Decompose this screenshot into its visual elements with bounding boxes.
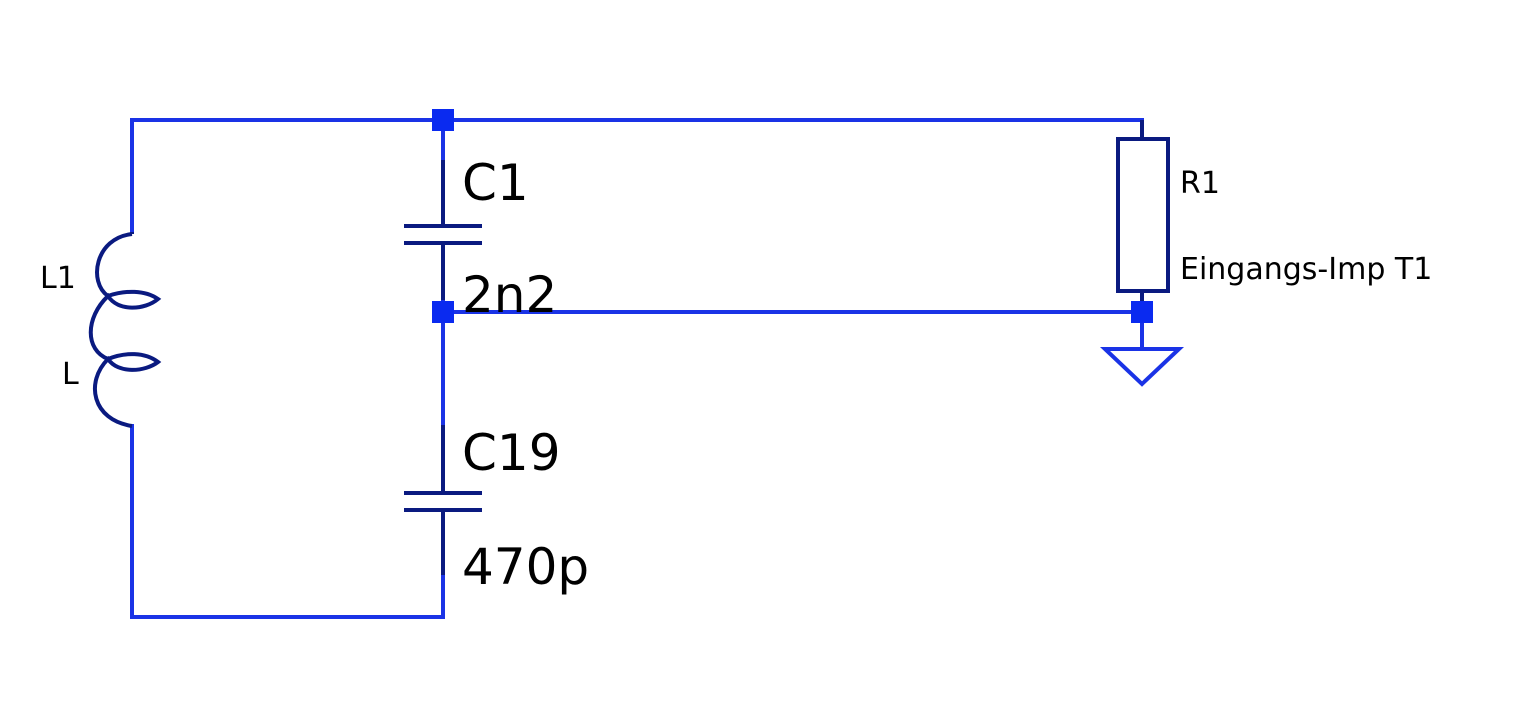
inductor-l1-symbol bbox=[88, 232, 162, 428]
junction-middle bbox=[432, 301, 454, 323]
r1-value-label: Eingangs-Imp T1 bbox=[1180, 252, 1432, 287]
c1-value-label: 2n2 bbox=[462, 266, 557, 324]
ground-triangle bbox=[1099, 347, 1185, 387]
junctions bbox=[432, 109, 1153, 323]
junction-top bbox=[432, 109, 454, 131]
capacitor-c1-symbol bbox=[404, 160, 482, 300]
resistor-r1-symbol bbox=[1116, 120, 1170, 312]
r1-name-label: R1 bbox=[1180, 166, 1220, 201]
labels: C1 2n2 C19 470p L1 L R1 Eingangs-Imp T1 bbox=[40, 154, 1432, 596]
l1-name-label: L1 bbox=[40, 261, 76, 296]
c19-value-label: 470p bbox=[462, 538, 589, 596]
r1-body bbox=[1116, 137, 1170, 293]
inductor-coil bbox=[88, 232, 162, 428]
c19-name-label: C19 bbox=[462, 424, 561, 482]
l1-value-label: L bbox=[62, 357, 79, 392]
wires bbox=[130, 118, 1144, 619]
junction-resistor-bottom bbox=[1131, 301, 1153, 323]
c1-name-label: C1 bbox=[462, 154, 529, 212]
capacitor-c19-symbol bbox=[404, 425, 482, 575]
